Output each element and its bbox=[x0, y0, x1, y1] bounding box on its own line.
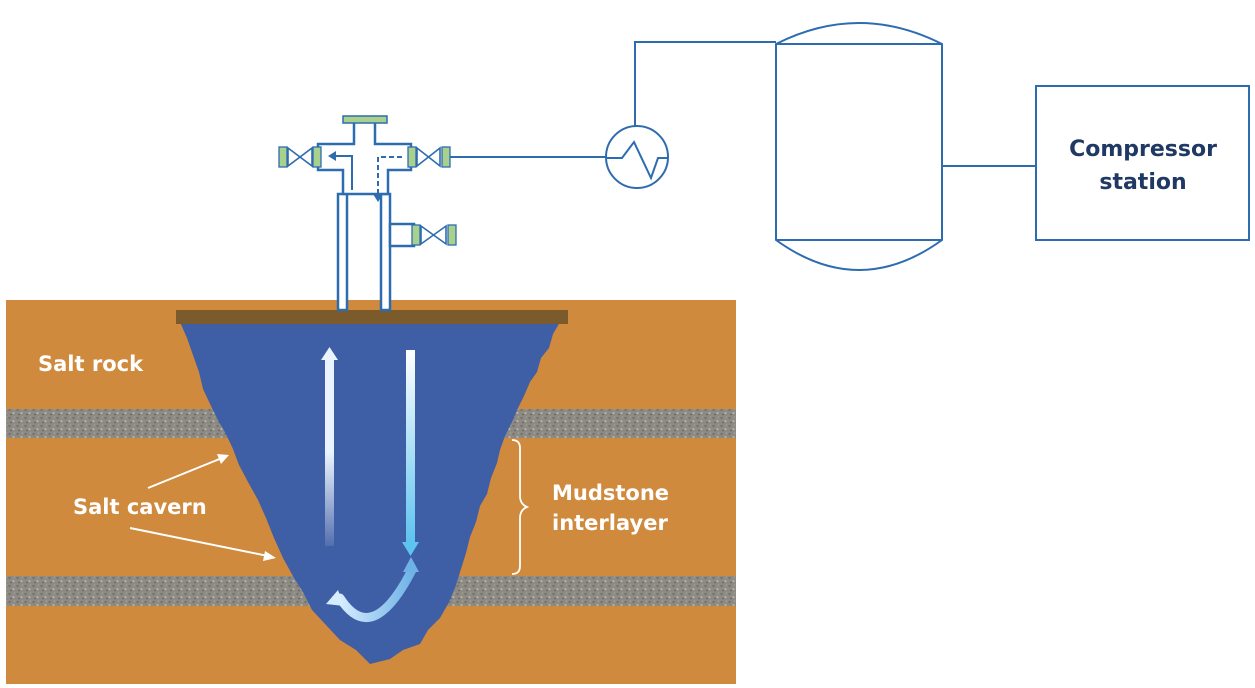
inflow-arrowhead bbox=[373, 194, 383, 202]
down-tube-arrowhead bbox=[402, 542, 419, 556]
inflow-dashed-arrow bbox=[377, 156, 402, 194]
left-valve-icon bbox=[287, 146, 313, 168]
compressor-label-line1: Compressor bbox=[1069, 137, 1217, 162]
salt-cavern-pointer-upper-head bbox=[217, 454, 229, 464]
right-valve-icon bbox=[416, 146, 441, 168]
left-valve-flange-inner bbox=[312, 146, 322, 168]
casing-left bbox=[336, 192, 349, 312]
side-outlet-pipe bbox=[388, 222, 416, 248]
storage-tank bbox=[775, 22, 943, 271]
side-valve-flange-outer bbox=[447, 224, 457, 246]
heat-exchanger bbox=[605, 125, 669, 189]
side-valve-flange-inner bbox=[411, 224, 421, 246]
up-tube bbox=[325, 358, 334, 546]
top-flange bbox=[342, 115, 388, 124]
salt-cavern-pointer-lower bbox=[129, 527, 269, 557]
pipe-heater-to-tank bbox=[634, 41, 776, 126]
mudstone-label-line2: interlayer bbox=[552, 511, 668, 535]
salt-cavern-shape bbox=[180, 322, 560, 664]
casing-right bbox=[379, 192, 392, 312]
right-valve-flange-inner bbox=[407, 146, 417, 168]
brine-tubing bbox=[321, 347, 419, 622]
left-valve-flange-outer bbox=[278, 146, 288, 168]
wellhead-assembly bbox=[278, 115, 457, 312]
salt-cavern-pointer-upper bbox=[147, 457, 223, 489]
salt-cavern-label: Salt cavern bbox=[73, 495, 207, 519]
outflow-arrow bbox=[336, 155, 353, 190]
salt-rock-label: Salt rock bbox=[38, 352, 144, 376]
side-valve-icon bbox=[420, 224, 447, 246]
tank-body bbox=[775, 22, 943, 271]
salt-cavern-pointer-lower-head bbox=[263, 551, 276, 561]
u-bend bbox=[335, 565, 417, 622]
mudstone-brace bbox=[511, 439, 530, 575]
outflow-arrowhead bbox=[328, 151, 336, 161]
u-bend-arrowhead-left bbox=[326, 590, 344, 606]
heat-exchanger-zigzag bbox=[606, 140, 668, 181]
down-tube bbox=[406, 350, 415, 542]
right-valve-flange-outer bbox=[441, 146, 451, 168]
compressor-station-box bbox=[1035, 85, 1250, 241]
up-tube-arrowhead bbox=[321, 347, 338, 360]
wellhead-cross-body bbox=[316, 120, 413, 196]
u-bend-arrowhead-right bbox=[403, 557, 419, 572]
compressor-label-line2: station bbox=[1099, 170, 1186, 195]
mudstone-label-line1: Mudstone bbox=[552, 481, 669, 505]
well-cap-plate bbox=[176, 310, 568, 324]
